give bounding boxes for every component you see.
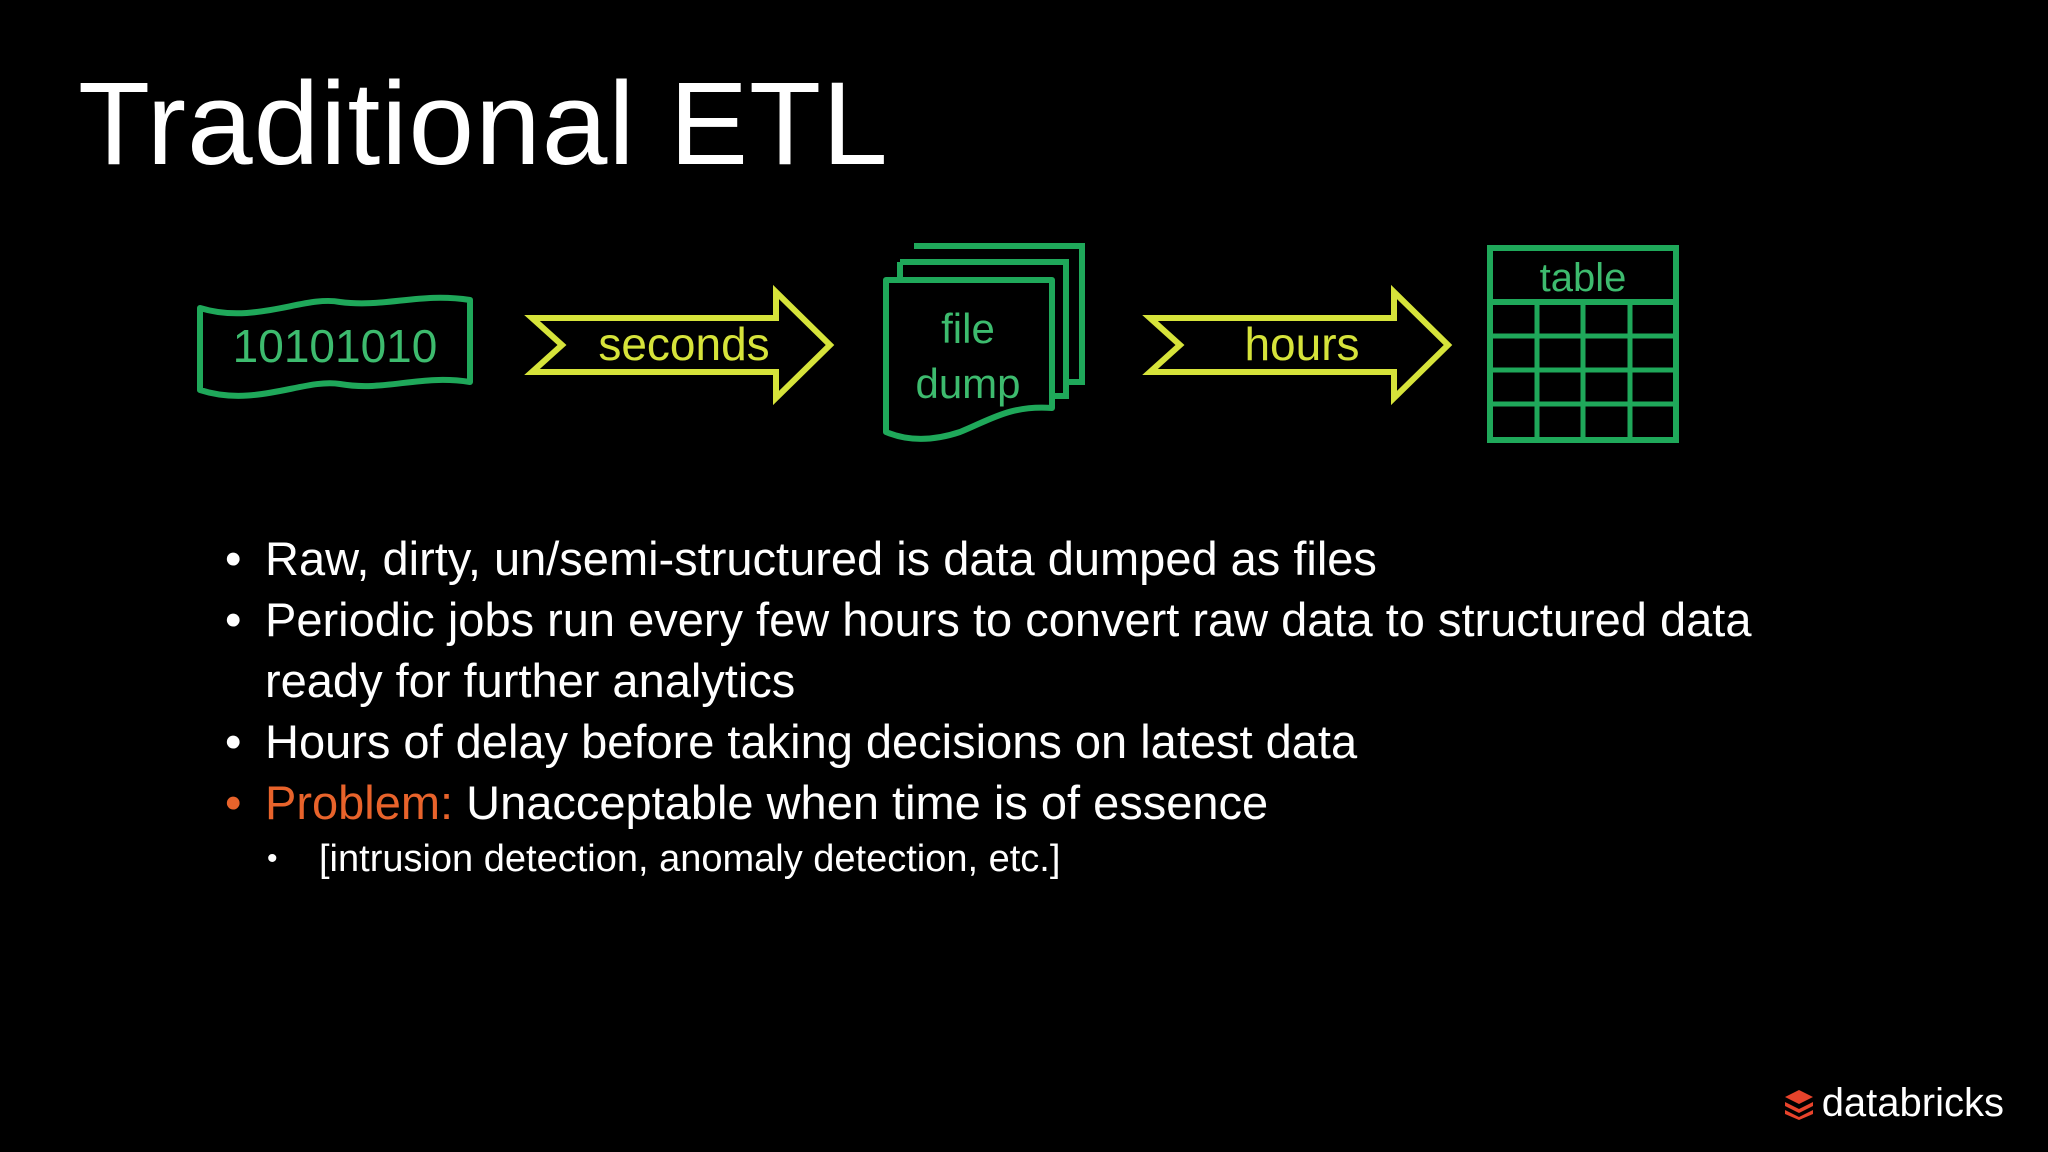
table-label: table [1540, 256, 1627, 300]
hours-arrow: hours [1142, 284, 1453, 406]
problem-label: Problem: [265, 776, 454, 829]
slide-title: Traditional ETL [78, 58, 889, 190]
databricks-logo: databricks [1782, 1081, 2004, 1126]
file-back-sheet [914, 243, 1085, 385]
sub-bullet-list: [intrusion detection, anomaly detection,… [265, 833, 1825, 885]
file-dump-stack: file dump [883, 243, 1085, 442]
bullet-list: Raw, dirty, un/semi-structured is data d… [225, 528, 1825, 885]
bullet-text: Periodic jobs run every few hours to con… [265, 593, 1752, 707]
stacked-layers-icon [1784, 1089, 1813, 1120]
bullet-text: Raw, dirty, un/semi-structured is data d… [265, 532, 1377, 585]
seconds-arrow-label: seconds [598, 318, 769, 370]
file-front-sheet [883, 277, 1055, 442]
bullet-item: Hours of delay before taking decisions o… [225, 711, 1825, 772]
file-dump-label-line2: dump [915, 360, 1020, 407]
problem-bullet: Problem: Unacceptable when time is of es… [225, 772, 1825, 885]
hours-arrow-label: hours [1244, 318, 1359, 370]
sub-bullet-item: [intrusion detection, anomaly detection,… [265, 833, 1825, 885]
file-middle-sheet [897, 259, 1069, 399]
sub-bullet-text: [intrusion detection, anomaly detection,… [319, 838, 1061, 880]
bullet-text: Hours of delay before taking decisions o… [265, 715, 1358, 768]
problem-text: Unacceptable when time is of essence [453, 776, 1269, 829]
file-dump-label-line1: file [941, 305, 995, 352]
bullet-item: Periodic jobs run every few hours to con… [225, 589, 1825, 711]
raw-data-tape: 10101010 [197, 294, 473, 399]
tape-shape [197, 294, 473, 399]
structured-table: table [1487, 245, 1679, 443]
logo-text: databricks [1821, 1081, 2004, 1125]
seconds-arrow: seconds [524, 284, 835, 406]
bullet-item: Raw, dirty, un/semi-structured is data d… [225, 528, 1825, 589]
seconds-arrow-shape [524, 284, 835, 406]
tape-label: 10101010 [233, 320, 438, 372]
hours-arrow-shape [1142, 284, 1453, 406]
